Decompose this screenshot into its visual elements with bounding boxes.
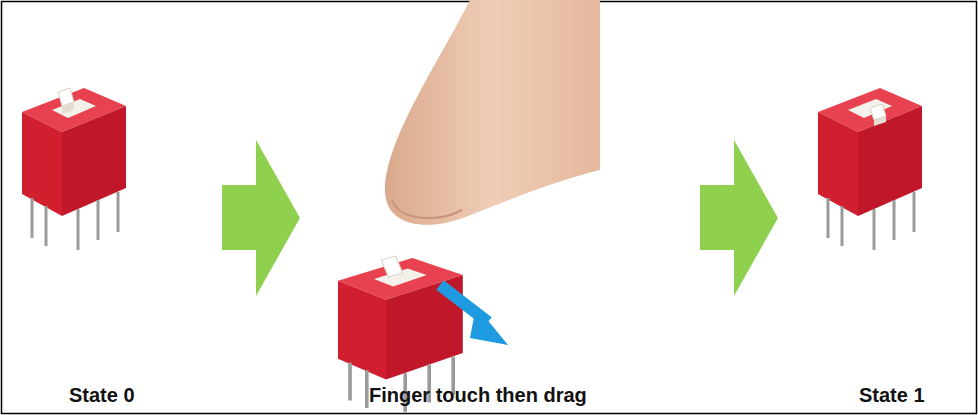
drag-arrow-head bbox=[470, 306, 508, 345]
state-label: State 0 bbox=[69, 384, 135, 407]
state-label: Finger touch then drag bbox=[369, 384, 587, 407]
finger bbox=[385, 0, 600, 225]
state-label: State 1 bbox=[859, 384, 925, 407]
dip-switch bbox=[818, 88, 922, 250]
fingernail-edge bbox=[392, 200, 462, 218]
dip-switch bbox=[22, 88, 126, 250]
flow-arrow bbox=[222, 140, 300, 296]
flow-arrow bbox=[700, 140, 778, 296]
